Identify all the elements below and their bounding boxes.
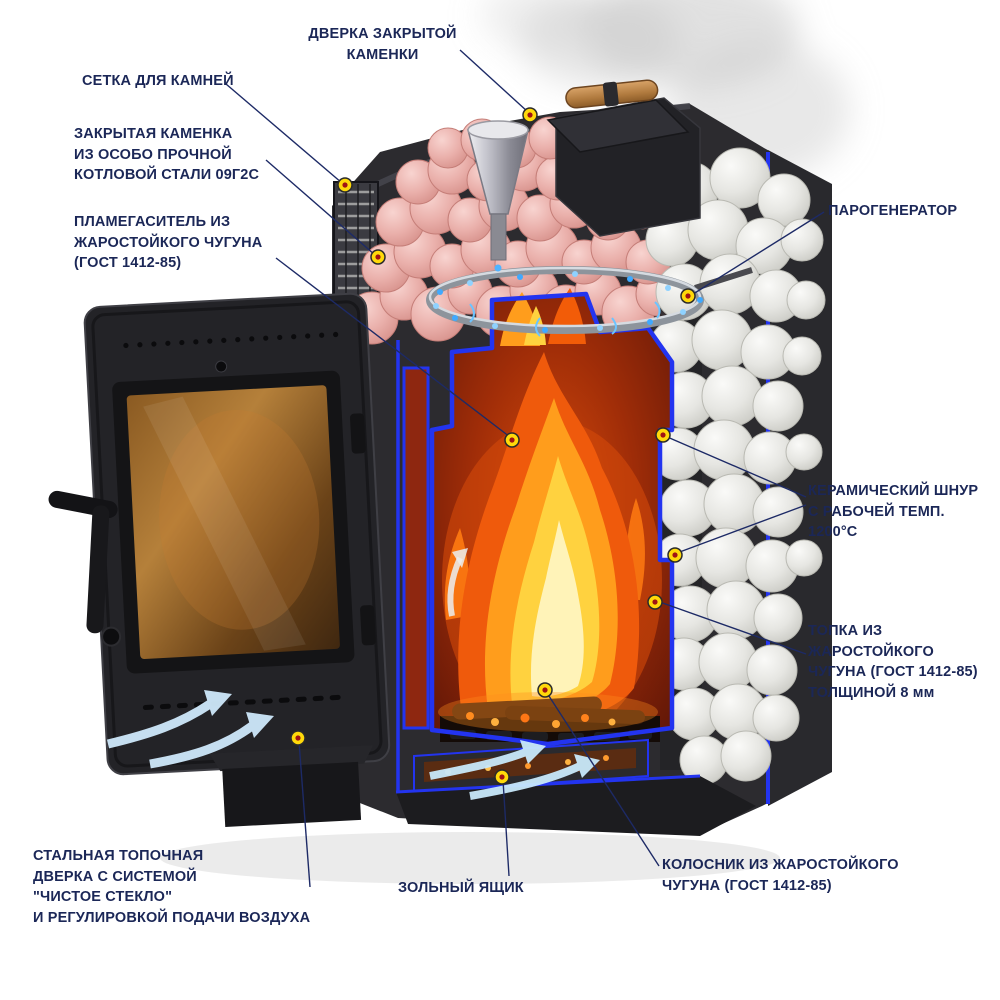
label-steam-generator: ПАРОГЕНЕРАТОР — [828, 203, 958, 219]
door-hinges — [350, 413, 376, 646]
water-droplets — [433, 271, 703, 337]
marker-firebox — [647, 594, 663, 610]
marker-ash-box — [494, 769, 510, 785]
front-door — [48, 292, 391, 827]
leader-ceramic-cord-2 — [676, 504, 807, 554]
label-steel-door: СТАЛЬНАЯ ТОПОЧНАЯ ДВЕРКА С СИСТЕМОЙ "ЧИС… — [33, 848, 311, 926]
marker-ceramic-cord-2 — [667, 547, 683, 563]
leader-closed-kamenka — [265, 159, 376, 256]
label-flame-arrestor: ПЛАМЕГАСИТЕЛЬ ИЗ ЖАРОСТОЙКОГО ЧУГУНА (ГО… — [74, 214, 263, 272]
door-handle — [48, 490, 122, 647]
leader-lines — [225, 49, 825, 888]
marker-steel-door — [290, 730, 306, 746]
marker-stone-mesh — [337, 177, 353, 193]
leader-steel-door — [298, 741, 311, 888]
leader-stone-mesh — [225, 83, 343, 184]
leader-steam-generator — [689, 211, 825, 297]
leader-flame-arrestor — [275, 257, 511, 438]
firebox-left-wall-cut — [402, 366, 430, 730]
embers-and-logs — [438, 692, 660, 742]
label-stone-mesh: СЕТКА ДЛЯ КАМНЕЙ — [82, 73, 234, 89]
marker-ceramic-cord-1 — [655, 427, 671, 443]
kamenka-door-flap — [546, 79, 701, 237]
door-vent-holes — [123, 331, 339, 349]
marker-closed-kamenka — [370, 249, 386, 265]
marker-stone-door — [522, 107, 538, 123]
door-bottom-slots — [142, 694, 341, 710]
label-ceramic-cord: КЕРАМИЧЕСКИЙ ШНУР С РАБОЧЕЙ ТЕМП. 1200°С — [808, 483, 979, 541]
air-arrows — [106, 548, 600, 800]
door-window — [112, 370, 355, 674]
leader-ash-box — [502, 779, 510, 877]
water-funnel — [467, 120, 529, 272]
steam-generator-ring — [426, 266, 753, 337]
kamenka-door-handle — [565, 79, 659, 109]
door-pedestal — [209, 745, 374, 827]
markers — [290, 107, 696, 785]
marker-grate — [537, 682, 553, 698]
firebox-cavity — [402, 288, 675, 747]
marker-steam-generator — [680, 288, 696, 304]
floor-shadow — [160, 832, 780, 884]
leader-firebox — [656, 600, 807, 655]
door-knob — [215, 360, 228, 373]
label-grate: КОЛОСНИК ИЗ ЖАРОСТОЙКОГО ЧУГУНА (ГОСТ 14… — [662, 857, 899, 894]
label-closed-kamenka: ЗАКРЫТАЯ КАМЕНКА ИЗ ОСОБО ПРОЧНОЙ КОТЛОВ… — [74, 126, 260, 184]
leader-stone-door — [459, 49, 529, 113]
marker-flame-arrestor — [504, 432, 520, 448]
label-stone-compartment-door: ДВЕРКА ЗАКРЫТОЙ КАМЕНКИ — [308, 26, 457, 63]
leader-grate — [546, 692, 660, 867]
label-firebox: ТОПКА ИЗ ЖАРОСТОЙКОГО ЧУГУНА (ГОСТ 1412-… — [808, 623, 978, 701]
leader-ceramic-cord-1 — [664, 435, 807, 498]
label-ash-box: ЗОЛЬНЫЙ ЯЩИК — [398, 880, 524, 896]
white-stones — [645, 147, 826, 785]
flames — [444, 288, 645, 727]
